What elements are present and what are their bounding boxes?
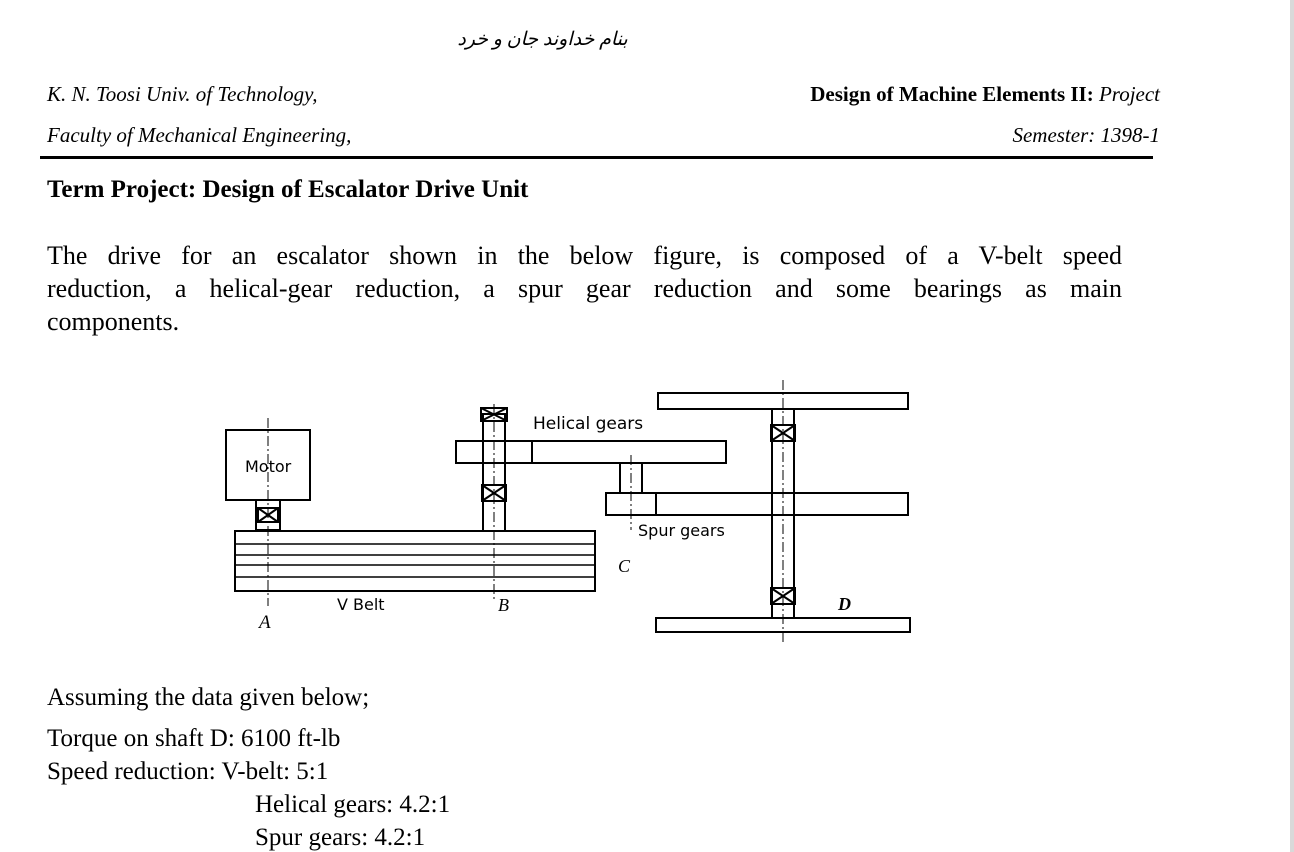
course-title-suffix: Project	[1098, 82, 1160, 106]
speed-reduction-text: Speed reduction: V-belt: 5:1	[47, 758, 329, 785]
page-right-edge	[1290, 0, 1294, 852]
shaft-b-label: B	[498, 595, 509, 615]
torque-text: Torque on shaft D: 6100 ft-lb	[47, 725, 341, 752]
spur-gears-label: Spur gears	[638, 521, 725, 540]
helical-gear	[531, 440, 727, 464]
motor-label: Motor	[245, 457, 292, 476]
header-rule	[40, 156, 1153, 159]
semester-label: Semester: 1398-1	[1012, 123, 1160, 147]
helical-ratio-text: Helical gears: 4.2:1	[255, 791, 451, 818]
course-title-prefix: Design of Machine Elements II:	[810, 82, 1099, 106]
intro-line-1: The drive for an escalator shown in the …	[47, 241, 1122, 270]
intro-line-2: reduction, a helical-gear reduction, a s…	[47, 274, 1122, 303]
spur-gear	[655, 492, 909, 516]
shaft-c-label: C	[618, 556, 631, 576]
shaft-d-label: D	[837, 594, 851, 614]
assuming-text: Assuming the data given below;	[47, 684, 370, 711]
v-belt-label: V Belt	[337, 595, 385, 614]
faculty-name: Faculty of Mechanical Engineering,	[47, 123, 352, 147]
v-belt	[234, 530, 596, 592]
university-name: K. N. Toosi Univ. of Technology,	[47, 82, 318, 106]
bismillah-heading: بنام خداوند جان و خرد	[457, 29, 628, 50]
page-title: Term Project: Design of Escalator Drive …	[47, 176, 529, 203]
shaft-a-label: A	[257, 612, 271, 633]
intro-paragraph: The drive for an escalator shown in the …	[47, 239, 1122, 338]
intro-line-3: components.	[47, 307, 180, 336]
helical-gears-label: Helical gears	[533, 414, 643, 434]
spur-ratio-text: Spur gears: 4.2:1	[255, 824, 426, 851]
course-title: Design of Machine Elements II: Project	[810, 82, 1160, 107]
